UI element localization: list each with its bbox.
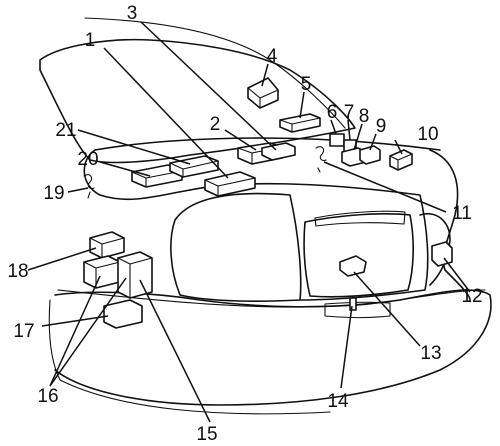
- rear-bumper: [54, 289, 492, 406]
- component-18-module: [89, 231, 125, 259]
- leader-14: [340, 305, 353, 389]
- callout-2: 2: [210, 114, 221, 135]
- leader-12: [443, 257, 471, 293]
- rear-glass-line: [84, 17, 346, 129]
- callout-4: 4: [267, 46, 278, 67]
- leader-19: [67, 187, 89, 193]
- leader-6: [330, 119, 337, 135]
- leader-15: [139, 279, 211, 423]
- leader-9: [369, 133, 377, 151]
- component-13-relay: [339, 255, 367, 277]
- right-tail-light: [419, 213, 451, 286]
- callout-13: 13: [420, 343, 441, 364]
- left-tail-light: [170, 192, 302, 302]
- leader-5: [299, 91, 305, 119]
- callout-labels: 1 2 3 4 5 6 7 8 9 10 11 12 13 14 15 16 1…: [7, 3, 482, 445]
- leader-11: [323, 161, 447, 213]
- leader-16b: [49, 277, 127, 387]
- leader-1: [103, 47, 229, 179]
- leader-20: [99, 161, 151, 177]
- callout-7: 7: [344, 102, 355, 123]
- components: [83, 77, 453, 329]
- trunk-rear-panel: [189, 182, 429, 301]
- license-plate-recess: [303, 213, 414, 298]
- leader-7: [347, 119, 351, 141]
- bumper-lower: [48, 299, 331, 415]
- license-plate-top: [314, 210, 406, 227]
- component-17-module: [103, 299, 143, 329]
- callout-14: 14: [327, 391, 349, 412]
- leader-lines: [27, 21, 471, 423]
- callout-6: 6: [327, 102, 338, 123]
- leader-4: [261, 63, 269, 87]
- callout-17: 17: [13, 321, 34, 342]
- component-14-fitting: [349, 297, 357, 311]
- component-3-module: [261, 142, 296, 161]
- component-9-relay: [359, 145, 381, 165]
- leader-21: [77, 129, 191, 165]
- callout-1: 1: [85, 30, 96, 51]
- callout-20: 20: [77, 149, 98, 170]
- leader-16a: [49, 275, 101, 387]
- component-16-module: [83, 255, 121, 289]
- leader-17: [41, 315, 109, 327]
- leader-2: [224, 129, 257, 151]
- component-12-relay: [431, 241, 453, 267]
- component-6-relay: [329, 133, 345, 147]
- left-quarter-panel: [83, 149, 191, 201]
- callout-21: 21: [55, 120, 76, 141]
- rear-deck-line: [94, 137, 441, 151]
- component-10-relay: [389, 149, 413, 171]
- right-quarter-panel: [429, 149, 471, 301]
- leader-18: [27, 247, 97, 271]
- leader-10: [394, 139, 403, 155]
- callout-16: 16: [37, 386, 58, 407]
- callout-18: 18: [7, 261, 28, 282]
- callout-19: 19: [43, 183, 64, 204]
- callout-9: 9: [376, 116, 387, 137]
- callout-15: 15: [196, 424, 217, 445]
- leader-13: [353, 271, 421, 347]
- component-11-clip: [315, 146, 327, 173]
- callout-10: 10: [417, 124, 438, 145]
- trunk-lid-outline: [39, 38, 356, 164]
- callout-8: 8: [359, 106, 370, 127]
- callout-12: 12: [461, 286, 482, 307]
- leader-3: [140, 21, 277, 151]
- component-4-module: [247, 77, 279, 109]
- component-5-module: [279, 113, 321, 133]
- callout-3: 3: [127, 3, 138, 24]
- leader-8: [353, 123, 363, 151]
- component-19-clip: [83, 174, 95, 199]
- callout-11: 11: [452, 203, 472, 224]
- callout-5: 5: [301, 74, 312, 95]
